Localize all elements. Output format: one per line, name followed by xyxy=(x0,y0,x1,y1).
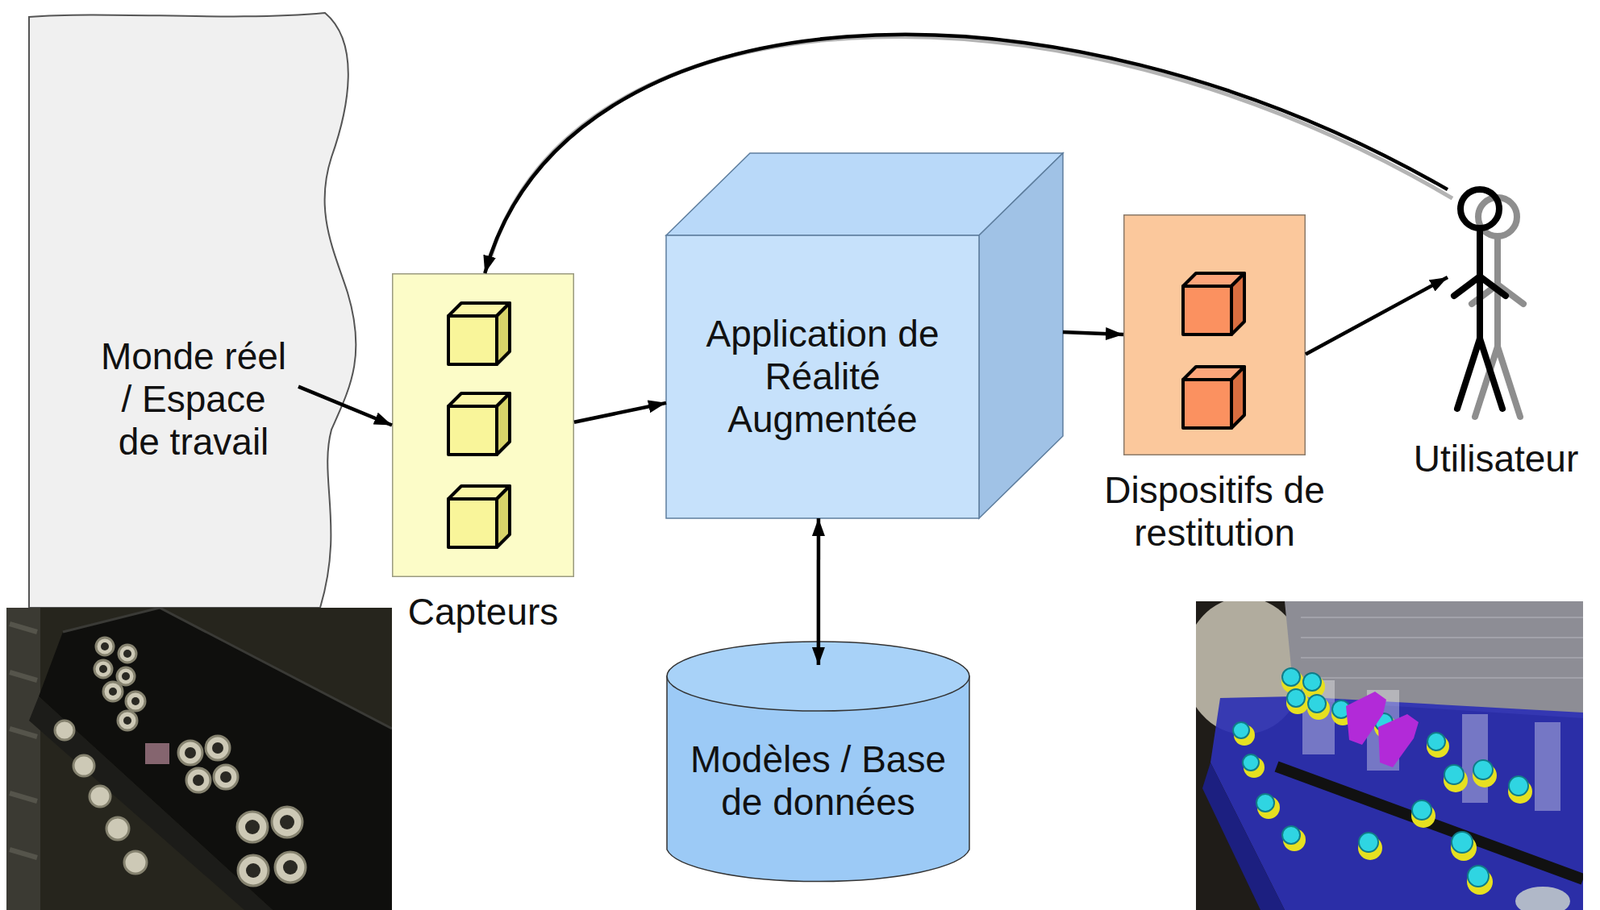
node-text: Modèles / Base de données xyxy=(681,738,956,825)
node-label: Utilisateur xyxy=(1391,437,1600,481)
node-label: Dispositifs de restitution xyxy=(1089,469,1340,555)
user-figure: Utilisateur xyxy=(1447,181,1545,416)
output-device-box-outline xyxy=(1123,214,1306,456)
node-label: Capteurs xyxy=(370,591,596,634)
ar-application-cube: Application de Réalité Augmentée xyxy=(666,153,1063,519)
arrow-connector xyxy=(816,518,821,666)
workspace-region-outline xyxy=(28,10,359,609)
arrow-connector xyxy=(1062,332,1124,335)
output-device-box: Dispositifs de restitution xyxy=(1123,214,1306,456)
connector-shadow xyxy=(489,36,1453,261)
arrow-connector xyxy=(1305,277,1448,355)
sensor-box: Capteurs xyxy=(391,273,575,578)
output-device-cubes xyxy=(1183,273,1245,429)
sensor-box-outline xyxy=(391,273,575,578)
workspace-region: Monde réel / Espace de travail xyxy=(28,10,359,609)
real-photo xyxy=(6,608,392,910)
database-cylinder: Modèles / Base de données xyxy=(666,641,971,886)
node-text: Monde réel / Espace de travail xyxy=(98,335,289,464)
user-figure-outline xyxy=(1447,181,1545,416)
augmented-photo xyxy=(1195,601,1584,910)
arrow-connector xyxy=(298,387,392,426)
node-text: Application de Réalité Augmentée xyxy=(689,312,956,442)
arrow-connector xyxy=(484,34,1448,274)
sensor-cubes xyxy=(448,303,510,548)
arrow-connector xyxy=(574,403,667,423)
